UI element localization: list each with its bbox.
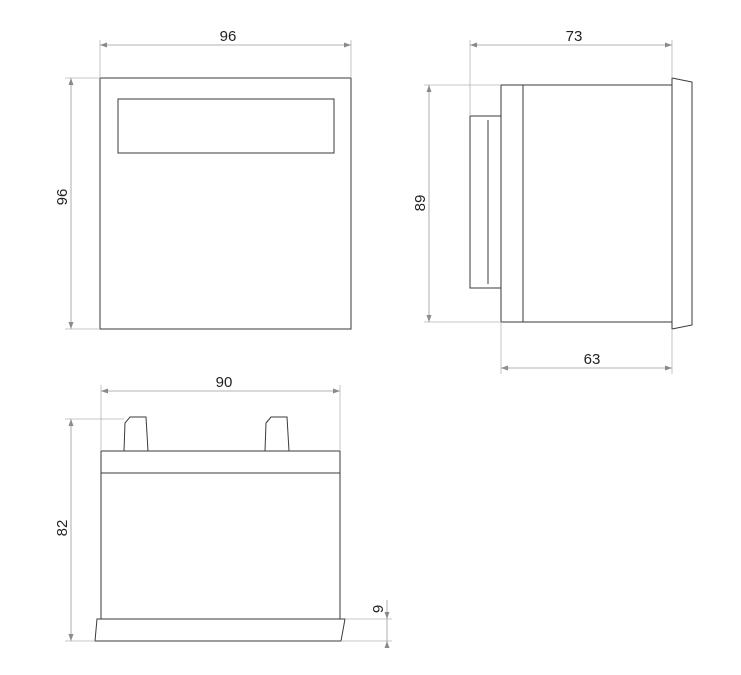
bezel-label: 9 xyxy=(370,605,387,613)
front-width-label: 96 xyxy=(220,28,237,45)
arrow-head xyxy=(384,612,390,619)
arrow-head xyxy=(665,42,672,48)
top-depth-label: 82 xyxy=(54,520,71,537)
housing-body xyxy=(522,84,673,323)
top-view: 90 82 9 xyxy=(54,374,392,648)
arrow-head xyxy=(470,42,477,48)
arrow-head xyxy=(68,419,74,426)
body-depth-label: 63 xyxy=(584,351,601,368)
arrow-head xyxy=(333,388,340,394)
arrow-head xyxy=(68,322,74,329)
top-width-label: 90 xyxy=(216,374,233,391)
arrow-head xyxy=(100,42,107,48)
top-terminal-block xyxy=(100,450,341,474)
side-depth-label: 73 xyxy=(566,28,583,45)
arrow-head xyxy=(68,78,74,85)
arrow-head xyxy=(501,365,508,371)
front-view: 96 96 xyxy=(54,28,352,330)
top-front-bezel xyxy=(94,618,346,642)
arrow-head xyxy=(101,388,108,394)
front-height-label: 96 xyxy=(54,189,71,206)
arrow-head xyxy=(384,641,390,648)
mounting-clamp xyxy=(469,115,502,289)
arrow-head xyxy=(344,42,351,48)
top-housing-body xyxy=(100,472,341,620)
side-view: 73 89 63 xyxy=(412,28,693,374)
front-panel-outline xyxy=(99,77,352,330)
arrow-head xyxy=(68,634,74,641)
connector-right xyxy=(264,416,290,452)
connector-left xyxy=(123,416,149,452)
front-bezel xyxy=(671,77,693,330)
arrow-head xyxy=(426,315,432,322)
rear-terminal-block xyxy=(500,84,524,323)
arrow-head xyxy=(665,365,672,371)
arrow-head xyxy=(426,85,432,92)
display-window xyxy=(117,98,335,154)
side-height-label: 89 xyxy=(412,195,429,212)
